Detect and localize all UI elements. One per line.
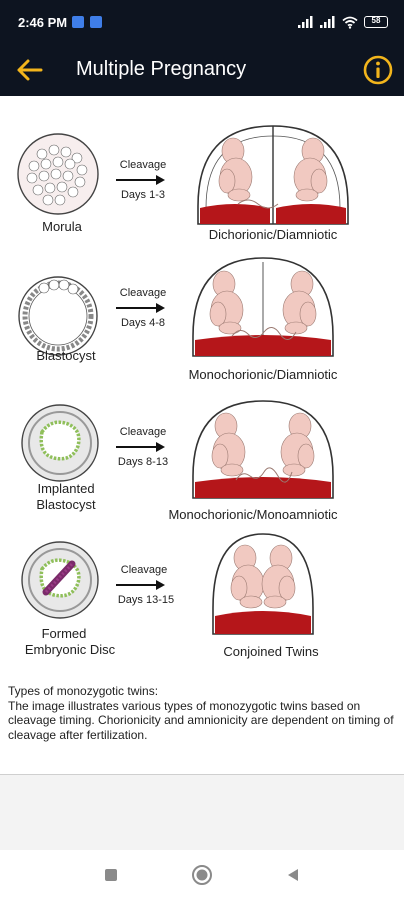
stage-label: Embryonic Disc bbox=[25, 642, 116, 657]
arrow-label-bottom: Days 1-3 bbox=[121, 189, 165, 201]
stage-label: Blastocyst bbox=[36, 497, 96, 512]
signal-icon bbox=[298, 16, 313, 28]
result-dichorionic-diamniotic-illustration bbox=[197, 125, 349, 225]
arrow-label-bottom: Days 13-15 bbox=[118, 594, 174, 606]
arrow-right-icon bbox=[116, 303, 165, 313]
caption-body: The image illustrates various types of m… bbox=[8, 698, 394, 742]
status-time: 2:46 PM bbox=[18, 15, 68, 30]
stage-label: Formed bbox=[42, 626, 87, 641]
battery-icon: 58 bbox=[364, 16, 388, 28]
stage-formed-embryonic-disc bbox=[21, 541, 99, 619]
figure-caption: Types of monozygotic twins: The image il… bbox=[8, 684, 396, 742]
app-notification-icon-2 bbox=[90, 16, 102, 28]
stage-label: Morula bbox=[42, 219, 83, 234]
system-nav-bar bbox=[0, 850, 404, 900]
home-circle-icon bbox=[192, 865, 212, 885]
recents-square-icon bbox=[105, 869, 117, 881]
system-back-button[interactable] bbox=[280, 862, 306, 888]
result-label: Dichorionic/Diamniotic bbox=[209, 227, 338, 242]
result-label: Monochorionic/Diamniotic bbox=[189, 367, 338, 382]
arrow-left-icon bbox=[17, 59, 43, 81]
stage-label: Implanted bbox=[37, 481, 94, 496]
app-notification-icon-1 bbox=[72, 16, 84, 28]
home-button[interactable] bbox=[189, 862, 215, 888]
arrow-label-top: Cleavage bbox=[120, 159, 166, 171]
arrow-label-top: Cleavage bbox=[120, 287, 166, 299]
content-footer-area bbox=[0, 775, 404, 850]
info-button[interactable] bbox=[362, 54, 394, 86]
info-icon bbox=[363, 55, 393, 85]
back-button[interactable] bbox=[14, 56, 44, 84]
arrow-label-bottom: Days 4-8 bbox=[121, 317, 165, 329]
divider bbox=[0, 774, 404, 775]
stage-label: Blastocyst bbox=[36, 348, 96, 363]
stage-blastocyst bbox=[18, 276, 98, 356]
result-label: Conjoined Twins bbox=[223, 644, 319, 659]
twins-diagram: Morula Cleavage Days 1-3 Dichorionic/Dia… bbox=[17, 125, 349, 659]
result-monochorionic-monoamniotic-illustration bbox=[192, 400, 334, 499]
stage-implanted-blastocyst bbox=[21, 404, 99, 482]
result-monochorionic-diamniotic-illustration bbox=[192, 257, 334, 357]
arrow-label-bottom: Days 8-13 bbox=[118, 456, 168, 468]
arrow-right-icon bbox=[116, 175, 165, 185]
result-label: Monochorionic/Monoamniotic bbox=[168, 507, 338, 522]
recents-button[interactable] bbox=[98, 862, 124, 888]
app-bar: Multiple Pregnancy bbox=[0, 44, 404, 96]
signal-icon bbox=[320, 16, 335, 28]
arrow-right-icon bbox=[116, 442, 165, 452]
back-triangle-icon bbox=[288, 869, 298, 881]
arrow-label-top: Cleavage bbox=[120, 426, 166, 438]
caption-heading: Types of monozygotic twins: bbox=[8, 684, 159, 698]
arrow-right-icon bbox=[116, 580, 165, 590]
result-conjoined-twins-illustration bbox=[212, 533, 314, 635]
wifi-icon bbox=[342, 16, 358, 29]
arrow-label-top: Cleavage bbox=[121, 564, 167, 576]
page-title: Multiple Pregnancy bbox=[76, 58, 247, 80]
stage-morula bbox=[17, 133, 99, 215]
battery-level: 58 bbox=[371, 16, 381, 25]
status-bar: 2:46 PM 58 bbox=[0, 0, 404, 44]
status-icons: 58 bbox=[298, 14, 388, 30]
